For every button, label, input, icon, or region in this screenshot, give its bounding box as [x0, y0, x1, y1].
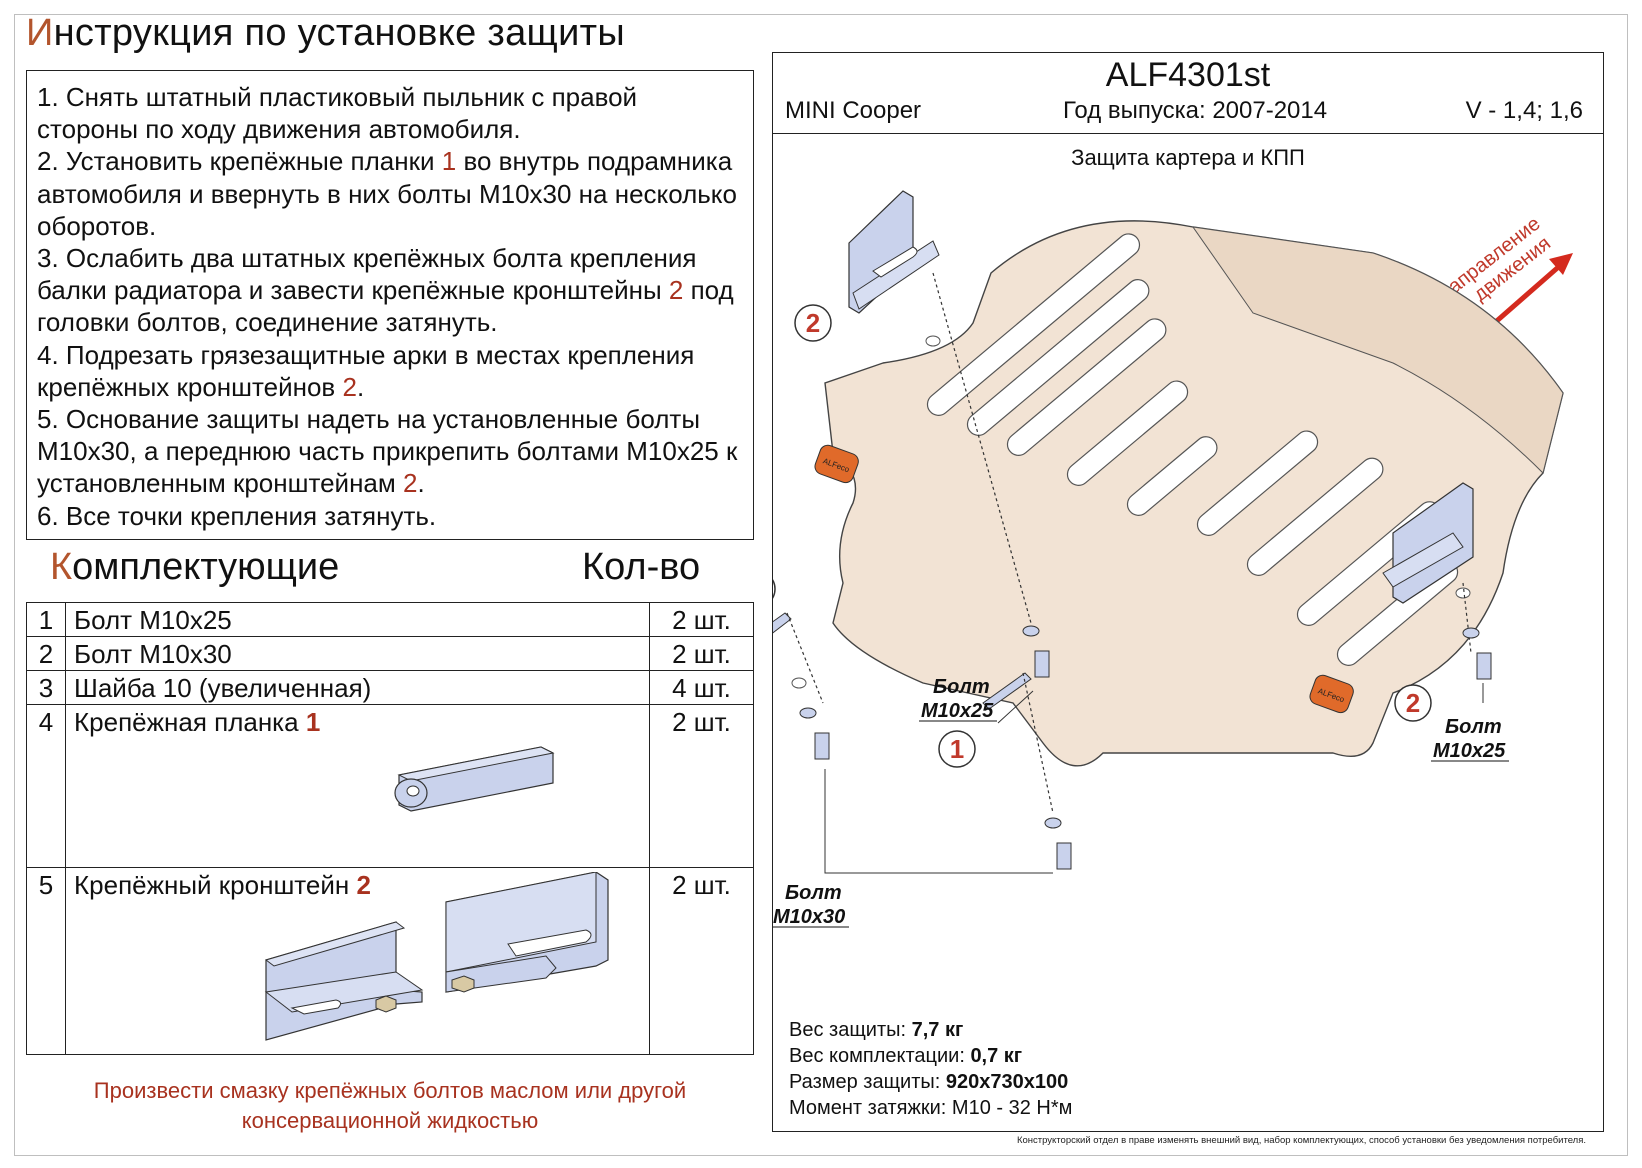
- svg-text:Болт: Болт: [785, 882, 842, 904]
- row-ref: 1: [305, 707, 321, 737]
- spec-row: Вес комплектации: 0,7 кг: [789, 1043, 1072, 1069]
- brand-logo: ALFeco: [1309, 674, 1354, 714]
- instruction-text: под головки болтов, соединение затянуть.: [37, 275, 734, 338]
- spec-value: 920х730х100: [945, 1071, 1069, 1093]
- qty-header: Кол-во: [582, 546, 701, 588]
- table-row: 2 Болт М10х30 2 шт.: [26, 636, 754, 671]
- header-divider: [773, 133, 1603, 134]
- brand-logo: ALFeco: [814, 444, 859, 484]
- row-ref: 2: [356, 870, 371, 900]
- row-name: Болт М10х25: [65, 602, 650, 637]
- instruction-text: .: [417, 468, 425, 499]
- svg-text:2: 2: [806, 308, 820, 338]
- part-reference: 2: [668, 275, 684, 306]
- row-number: 2: [26, 636, 66, 671]
- callout-1-left: 1: [773, 579, 776, 599]
- spec-value: 7,7 кг: [911, 1019, 964, 1041]
- row-qty: 4 шт.: [649, 670, 754, 705]
- row-name: Болт М10х30: [65, 636, 650, 671]
- instruction-step: 6. Все точки крепления затянуть.: [37, 500, 743, 532]
- row-name: Крепёжная планка: [74, 707, 306, 737]
- instruction-text: 6. Все точки крепления затянуть.: [37, 500, 437, 531]
- instruction-text: 5. Основание защиты надеть на установлен…: [37, 404, 738, 499]
- row-number: 4: [26, 704, 66, 868]
- row-number: 3: [26, 670, 66, 705]
- page-title: Инструкция по установке защиты: [26, 12, 625, 54]
- spec-label: Момент затяжки:: [789, 1097, 952, 1119]
- spec-value: 0,7 кг: [970, 1045, 1023, 1067]
- disclaimer: Конструкторский отдел в праве изменять в…: [1016, 1135, 1586, 1146]
- table-row: 1 Болт М10х25 2 шт.: [26, 602, 754, 637]
- car-model: MINI Cooper: [785, 97, 922, 124]
- part-reference: 2: [342, 371, 357, 402]
- callout-1-center: 1: [938, 730, 976, 768]
- callout-2-upper: 2: [794, 304, 832, 342]
- table-row: 4 Крепёжная планка 1 2 шт.: [26, 704, 754, 868]
- part-reference: 1: [441, 146, 457, 177]
- instruction-step: 4. Подрезать грязезащитные арки в местах…: [37, 339, 743, 403]
- product-panel: ALF4301st MINI Cooper Год выпуска: 2007-…: [772, 52, 1604, 1132]
- spec-label: Размер защиты:: [789, 1071, 946, 1093]
- row-qty: 2 шт.: [649, 867, 754, 1055]
- engine-volume: V - 1,4; 1,6: [1465, 97, 1583, 124]
- instruction-text: .: [356, 371, 365, 402]
- spec-label: Вес комплектации:: [789, 1045, 971, 1067]
- instruction-text: во внутрь подрамника автомобиля и вверну…: [37, 146, 737, 241]
- mounting-bracket-icon: [264, 872, 609, 1041]
- instruction-step: 1. Снять штатный пластиковый пыльник с п…: [37, 81, 743, 145]
- instruction-step: 5. Основание защиты надеть на установлен…: [37, 403, 743, 500]
- row-qty: 2 шт.: [649, 602, 754, 637]
- instructions-box: 1. Снять штатный пластиковый пыльник с п…: [26, 70, 754, 540]
- skid-plate: [791, 220, 1564, 767]
- row-qty: 2 шт.: [649, 704, 754, 868]
- spec-row: Размер защиты: 920х730х100: [789, 1069, 1072, 1095]
- mounting-plate-icon: [394, 746, 555, 812]
- installation-diagram: Направление движения: [773, 190, 1573, 928]
- spec-value: М10 - 32 Н*м: [951, 1097, 1073, 1119]
- svg-text:2: 2: [1406, 688, 1420, 718]
- instruction-text: 1. Снять штатный пластиковый пыльник с п…: [37, 82, 638, 145]
- table-row: 3 Шайба 10 (увеличенная) 4 шт.: [26, 670, 754, 705]
- row-name: Крепёжный кронштейн: [74, 870, 357, 900]
- svg-text:1: 1: [950, 734, 964, 764]
- instruction-text: 2. Установить крепёжные планки: [37, 146, 442, 177]
- spec-row: Вес защиты: 7,7 кг: [789, 1017, 1072, 1043]
- components-title: Комплектующие: [50, 546, 340, 588]
- bracket-upper: [848, 190, 940, 314]
- bolt-label-m10x30: Болт М10х30: [773, 882, 849, 928]
- svg-text:Болт: Болт: [1445, 716, 1502, 738]
- row-number: 1: [26, 602, 66, 637]
- production-years: Год выпуска: 2007-2014: [1063, 97, 1328, 124]
- instruction-step: 3. Ослабить два штатных крепёжных болта …: [37, 242, 743, 339]
- row-number: 5: [26, 867, 66, 1055]
- callout-2-lower: 2: [1394, 684, 1432, 722]
- components-table: 1 Болт М10х25 2 шт. 2 Болт М10х30 2 шт. …: [26, 602, 754, 1055]
- product-subtitle: Защита картера и КПП: [1071, 145, 1305, 170]
- svg-text:Болт: Болт: [933, 676, 990, 698]
- instruction-text: 3. Ослабить два штатных крепёжных болта …: [37, 243, 697, 306]
- svg-text:М10х30: М10х30: [773, 906, 845, 928]
- mounting-plate-center: [982, 672, 1032, 710]
- instruction-text: 4. Подрезать грязезащитные арки в местах…: [37, 339, 695, 402]
- page-frame: [14, 14, 1628, 1156]
- bracket-lower: [1382, 482, 1474, 604]
- row-name-cell: Крепёжный кронштейн 2: [65, 867, 650, 1055]
- mounting-plate-left: [773, 612, 792, 634]
- table-row: 5 Крепёжный кронштейн 2 2 шт.: [26, 867, 754, 1055]
- instruction-step: 2. Установить крепёжные планки 1 во внут…: [37, 145, 743, 242]
- lubrication-note: Произвести смазку крепёжных болтов масло…: [93, 1078, 687, 1133]
- bolt-label-m10x25-center: Болт М10х25: [919, 676, 997, 722]
- row-name-cell: Крепёжная планка 1: [65, 704, 650, 868]
- spec-label: Вес защиты:: [789, 1019, 912, 1041]
- row-qty: 2 шт.: [649, 636, 754, 671]
- part-reference: 2: [402, 468, 418, 499]
- bolt-label-m10x25-right: Болт М10х25: [1431, 716, 1509, 762]
- svg-text:М10х25: М10х25: [921, 700, 994, 722]
- row-name: Шайба 10 (увеличенная): [65, 670, 650, 705]
- spec-row: Момент затяжки: М10 - 32 Н*м: [789, 1095, 1072, 1121]
- svg-text:М10х25: М10х25: [1433, 740, 1506, 762]
- product-code: ALF4301st: [1105, 56, 1271, 94]
